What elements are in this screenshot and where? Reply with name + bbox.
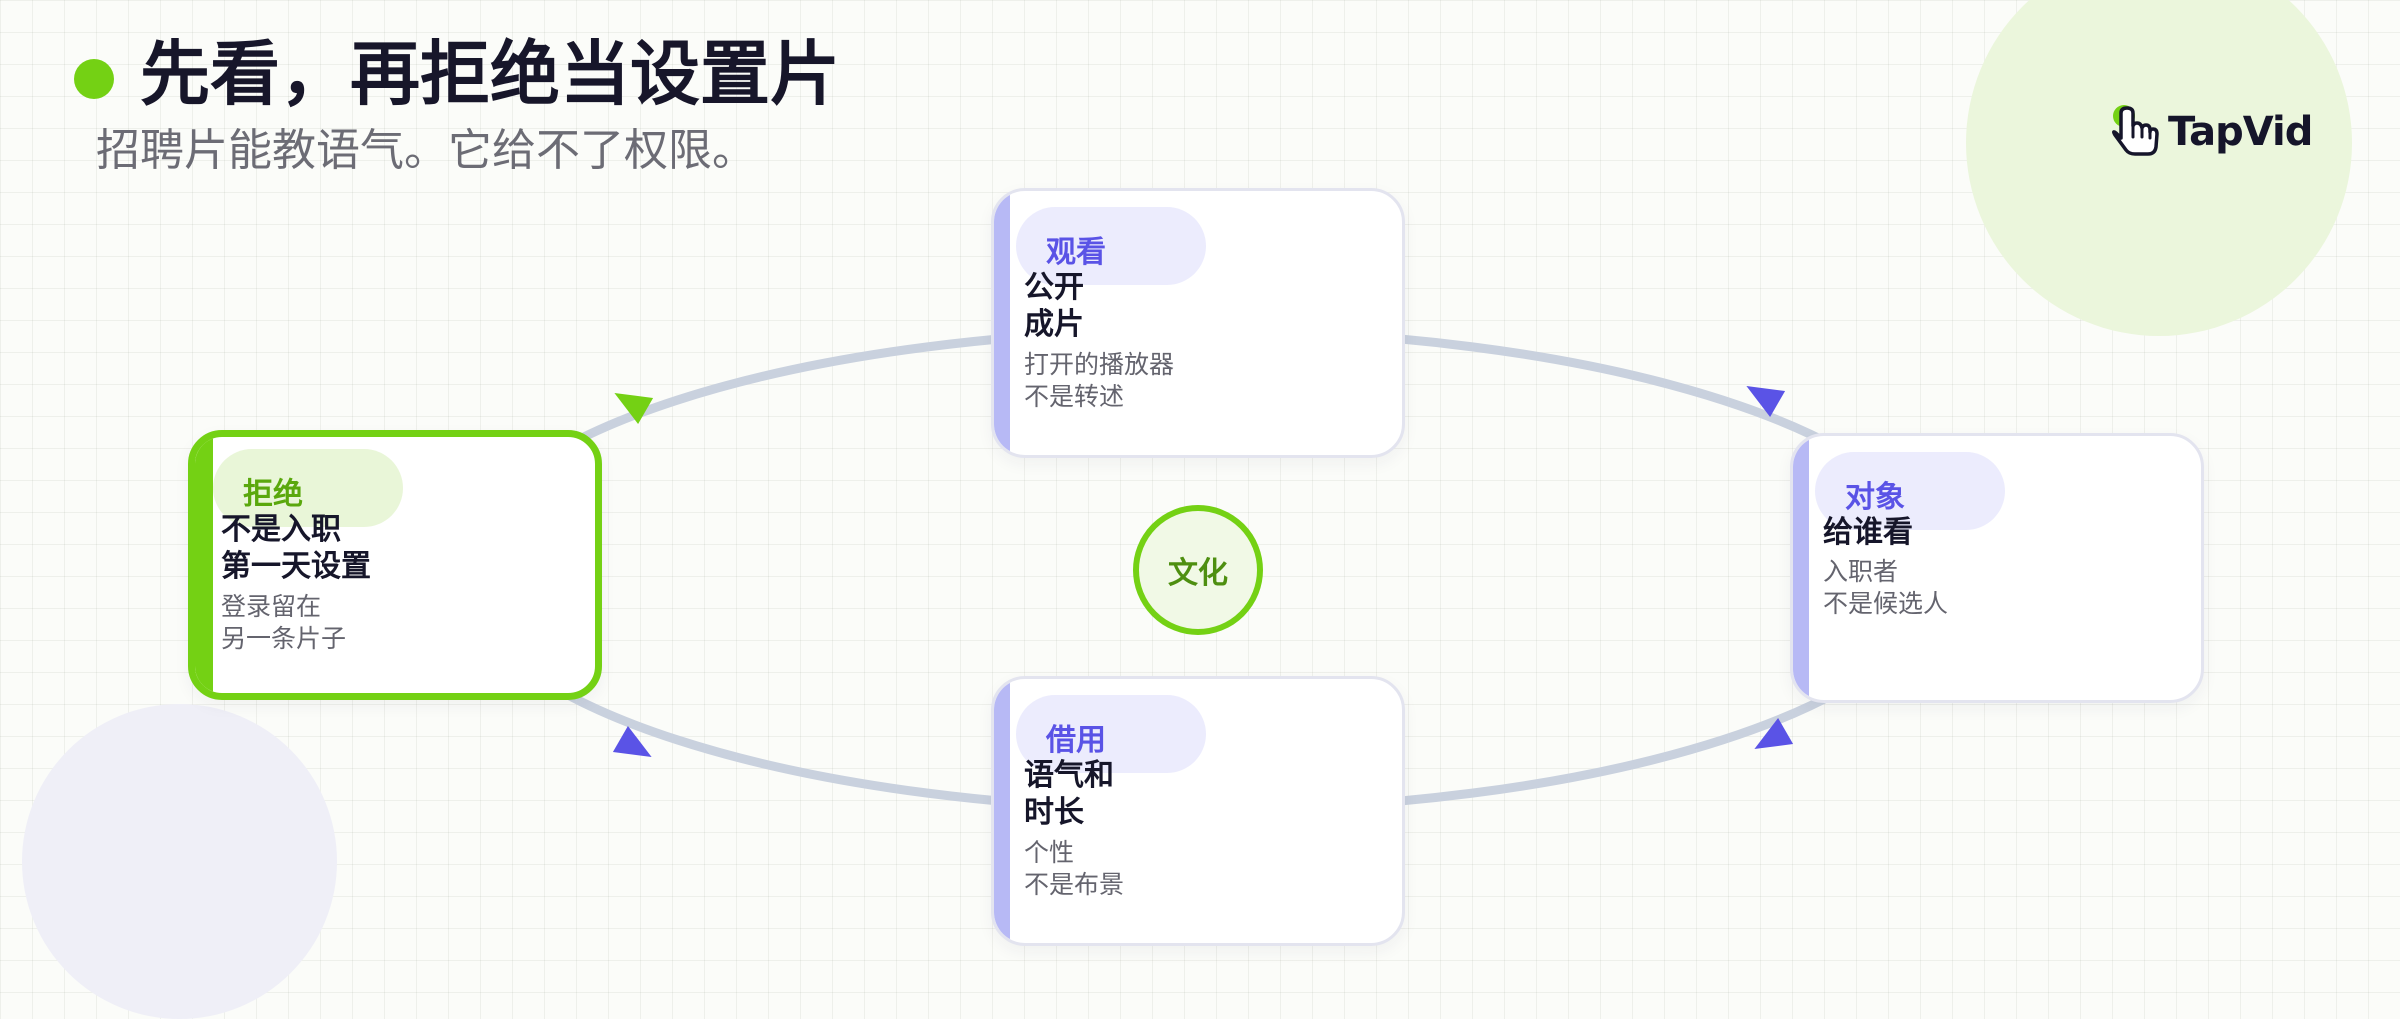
node-tag: 观看	[1046, 235, 1106, 270]
node-tag-pill	[213, 449, 403, 527]
node-heading: 公开 成片	[1024, 269, 1084, 343]
node-heading-line: 给谁看	[1823, 515, 1913, 550]
cycle-arrow	[1754, 718, 1794, 749]
node-note-line: 不是转述	[1024, 382, 1125, 411]
node-note: 登录留在 另一条片子	[221, 591, 346, 655]
node-audience: 对象 给谁看 入职者 不是候选人	[1790, 433, 2204, 703]
node-heading-line: 不是入职	[221, 512, 341, 547]
node-heading: 给谁看	[1823, 514, 1913, 551]
title-bullet	[74, 59, 114, 99]
node-heading-line: 时长	[1024, 795, 1084, 830]
node-note-line: 登录留在	[221, 592, 322, 621]
node-heading-line: 公开	[1024, 270, 1084, 305]
node-note-line: 不是候选人	[1823, 589, 1949, 618]
node-watch: 观看 公开 成片 打开的播放器 不是转述	[991, 188, 1405, 458]
node-note-line: 打开的播放器	[1024, 350, 1175, 379]
node-reject: 拒绝 不是入职 第一天设置 登录留在 另一条片子	[188, 430, 602, 700]
node-heading: 不是入职 第一天设置	[221, 511, 371, 585]
node-tag-pill	[1815, 452, 2005, 530]
cycle-arrow	[1746, 386, 1786, 417]
node-tag-pill	[1016, 695, 1206, 773]
node-heading-line: 语气和	[1024, 758, 1114, 793]
node-note-line: 入职者	[1823, 557, 1899, 586]
node-heading: 语气和 时长	[1024, 757, 1114, 831]
brand-logo: TapVid	[2110, 100, 2313, 164]
node-heading-line: 第一天设置	[221, 549, 371, 584]
page-subtitle: 招聘片能教语气。它给不了权限。	[96, 125, 756, 176]
logo-text: TapVid	[2168, 109, 2313, 155]
hand-pointer-icon	[2111, 105, 2159, 156]
node-note-line: 个性	[1024, 838, 1075, 867]
hub-label: 文化	[1168, 556, 1228, 591]
node-note: 入职者 不是候选人	[1823, 556, 1948, 620]
node-borrow: 借用 语气和 时长 个性 不是布景	[991, 676, 1405, 946]
node-accent-bar	[994, 191, 1010, 455]
node-tag: 借用	[1046, 723, 1106, 758]
page-title: 先看，再拒绝当设置片	[140, 33, 840, 115]
node-heading-line: 成片	[1024, 307, 1084, 342]
node-accent-bar	[195, 437, 213, 693]
node-note-line: 不是布景	[1024, 870, 1125, 899]
node-note: 打开的播放器 不是转述	[1024, 349, 1174, 413]
cycle-arrow	[612, 726, 652, 757]
node-tag: 对象	[1845, 480, 1905, 515]
hub-circle: 文化	[1133, 505, 1263, 635]
node-accent-bar	[1793, 436, 1809, 700]
node-tag-pill	[1016, 207, 1206, 285]
node-accent-bar	[994, 679, 1010, 943]
node-tag: 拒绝	[243, 477, 303, 512]
node-note: 个性 不是布景	[1024, 837, 1124, 901]
node-note-line: 另一条片子	[221, 624, 347, 653]
cycle-arrow	[614, 393, 654, 424]
decorative-circle	[1966, 0, 2352, 336]
